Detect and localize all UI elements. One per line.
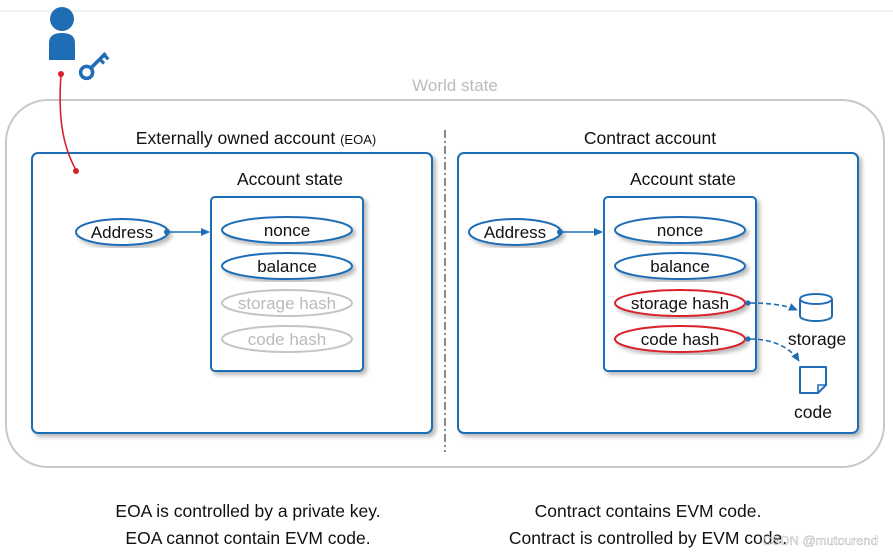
contract-title: Contract account [584, 128, 716, 148]
eoa-address-dot [164, 229, 170, 235]
contract-address-dot [557, 229, 563, 235]
svg-text:balance: balance [257, 257, 317, 276]
svg-text:code hash: code hash [641, 330, 719, 349]
file-icon [799, 366, 827, 394]
code-label: code [794, 402, 832, 422]
storage-arrow-dot [745, 300, 751, 306]
eoa-field-code-hash: code hash [221, 325, 353, 353]
key-icon [78, 51, 110, 81]
svg-text:code hash: code hash [248, 330, 326, 349]
svg-text:nonce: nonce [264, 221, 310, 240]
eoa-account-state-title: Account state [237, 169, 343, 189]
code-arrow-dot [745, 336, 751, 342]
eoa-caption-line2: EOA cannot contain EVM code. [125, 528, 370, 548]
world-state-title: World state [412, 76, 498, 95]
world-state-container [5, 99, 885, 468]
contract-field-nonce: nonce [614, 216, 746, 244]
watermark: CSDN @mutourend [762, 533, 878, 548]
storage-label: storage [788, 329, 846, 349]
eoa-title: Externally owned account (EOA) [136, 128, 376, 148]
user-connector-end [73, 168, 79, 174]
contract-caption-line2: Contract is controlled by EVM code. [509, 528, 787, 548]
svg-text:balance: balance [650, 257, 710, 276]
contract-caption-line1: Contract contains EVM code. [535, 501, 762, 521]
svg-text:Address: Address [484, 223, 546, 242]
user-icon [49, 7, 75, 60]
svg-text:Address: Address [91, 223, 153, 242]
eoa-field-nonce: nonce [221, 216, 353, 244]
svg-text:storage hash: storage hash [631, 294, 729, 313]
eoa-field-storage-hash: storage hash [221, 289, 353, 317]
contract-field-storage-hash: storage hash [614, 289, 746, 317]
eoa-caption-line1: EOA is controlled by a private key. [115, 501, 380, 521]
contract-field-balance: balance [614, 252, 746, 280]
code-hash-arrow [749, 338, 800, 362]
contract-account-state-title: Account state [630, 169, 736, 189]
contract-field-code-hash: code hash [614, 325, 746, 353]
svg-text:nonce: nonce [657, 221, 703, 240]
database-icon [799, 293, 833, 322]
eoa-address: Address [75, 218, 169, 246]
user-to-eoa-connector [59, 73, 77, 171]
eoa-field-balance: balance [221, 252, 353, 280]
storage-hash-arrow [749, 302, 798, 311]
contract-address: Address [468, 218, 562, 246]
svg-text:storage hash: storage hash [238, 294, 336, 313]
